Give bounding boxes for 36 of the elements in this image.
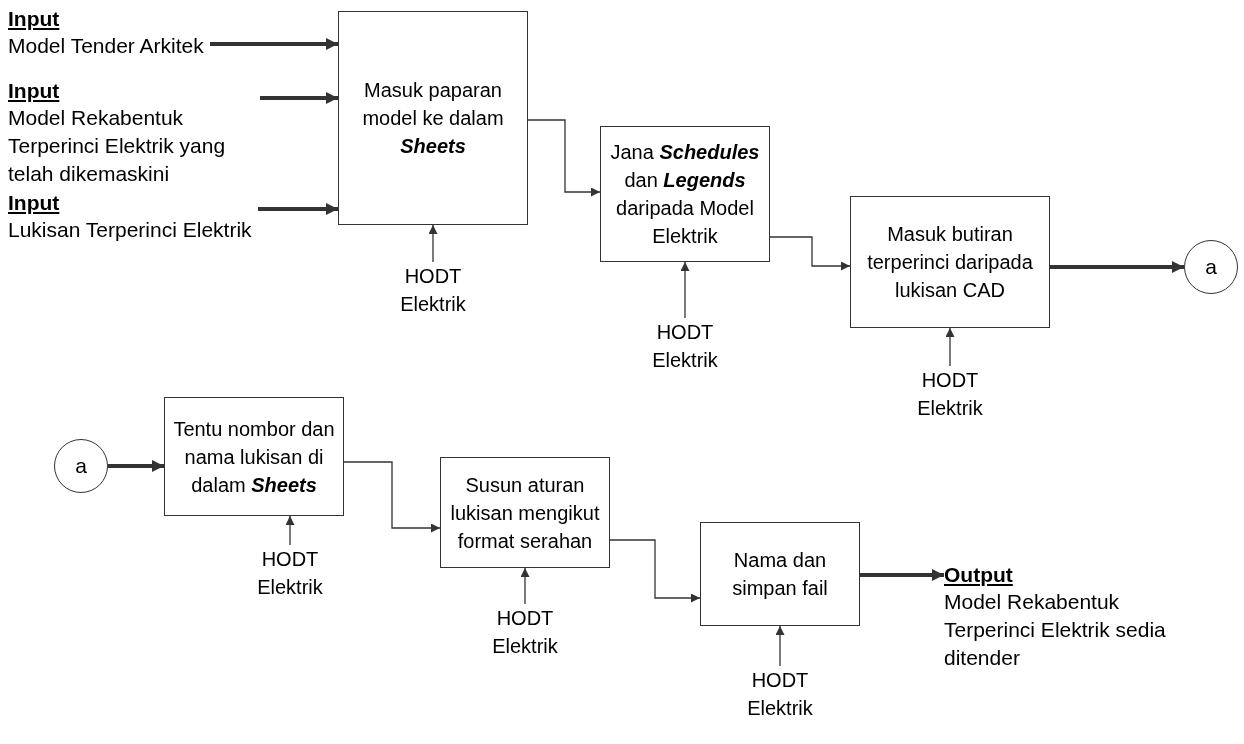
process-box: Masuk paparan model ke dalam Sheets	[338, 11, 528, 225]
role-label: HODT Elektrik	[900, 366, 1000, 422]
description: Model Rekabentuk Terperinci Elektrik yang telah dikemaskini	[8, 105, 227, 187]
role-label: HODT Elektrik	[635, 318, 735, 374]
arrow	[680, 261, 690, 319]
arrow	[428, 224, 438, 263]
process-box: Tentu nombor dan nama lukisan di dalam Sheets	[164, 397, 344, 516]
arrow	[609, 539, 701, 603]
arrow	[527, 119, 601, 197]
role-label: HODT Elektrik	[383, 262, 483, 318]
heading: Input	[8, 78, 60, 104]
role-label: HODT Elektrik	[475, 604, 575, 660]
arrow	[1050, 261, 1184, 273]
arrow	[260, 92, 338, 104]
arrow	[520, 567, 530, 605]
arrow	[945, 327, 955, 367]
arrow	[108, 460, 164, 472]
arrow	[258, 203, 338, 215]
heading: Input	[8, 6, 60, 32]
role-label: HODT Elektrik	[240, 545, 340, 601]
arrow	[775, 625, 785, 667]
process-box: Masuk butiran terperinci daripada lukisan CAD	[850, 196, 1050, 328]
arrow	[285, 515, 295, 546]
arrow	[343, 461, 441, 533]
arrow	[210, 38, 338, 50]
description: Model Tender Arkitek	[8, 33, 204, 59]
description: Lukisan Terperinci Elektrik	[8, 217, 252, 243]
heading: Output	[944, 562, 1013, 588]
heading: Input	[8, 190, 60, 216]
process-box: Susun aturan lukisan mengikut format serahan	[440, 457, 610, 568]
process-box: Nama dan simpan fail	[700, 522, 860, 626]
role-label: HODT Elektrik	[730, 666, 830, 722]
arrow	[860, 569, 944, 581]
description: Model Rekabentuk Terperinci Elektrik sedia ditender	[944, 589, 1167, 671]
process-box: Jana Schedules dan Legends daripada Model Elektrik	[600, 126, 770, 262]
arrow	[769, 236, 851, 271]
